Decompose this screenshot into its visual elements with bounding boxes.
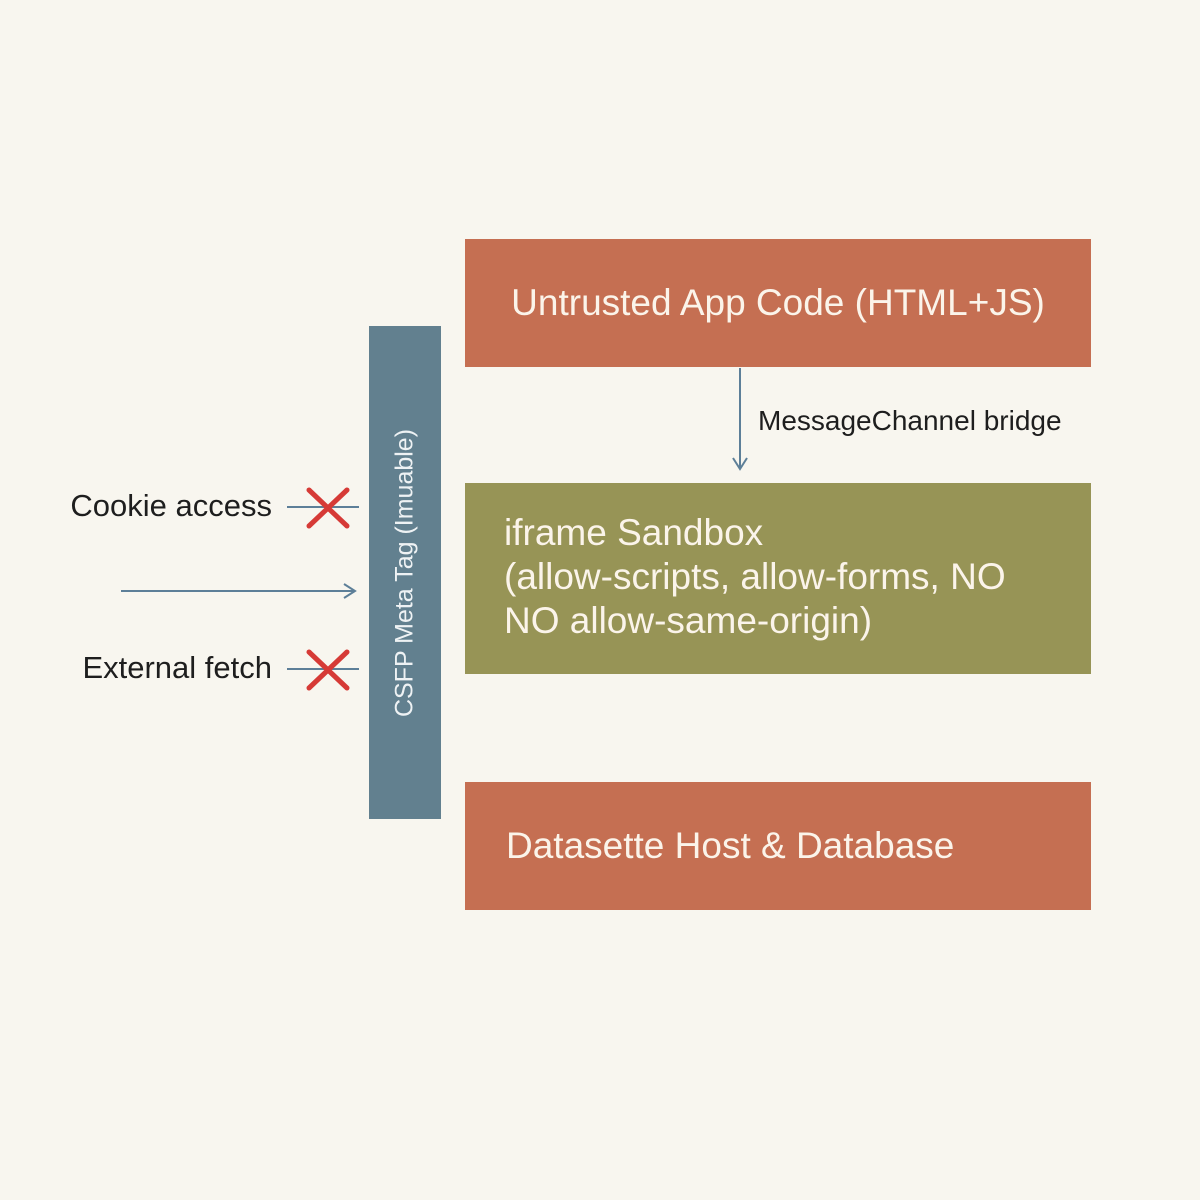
arrow-right-icon [121,583,357,599]
sandbox-attributes-line-2: NO allow-same-origin) [504,600,873,641]
bridge-arrow-icon [732,368,748,471]
sandbox-attributes-line: (allow-scripts, allow-forms, NO [504,556,1006,597]
csp-meta-tag-label: CSFP Meta Tag (Imuable) [390,428,419,717]
untrusted-app-label: Untrusted App Code (HTML+JS) [511,282,1045,323]
iframe-sandbox-box: iframe Sandbox (allow-scripts, allow-for… [465,483,1091,674]
message-channel-bridge-label: MessageChannel bridge [758,405,1062,436]
x-mark-icon [306,487,350,529]
untrusted-app-box: Untrusted App Code (HTML+JS) [465,239,1091,367]
cookie-access-label: Cookie access [70,488,272,523]
x-mark-icon [306,649,350,691]
csp-meta-tag-bar: CSFP Meta Tag (Imuable) [369,326,441,819]
sandbox-title: iframe Sandbox [504,512,764,553]
external-fetch-label: External fetch [82,650,272,685]
datasette-host-label: Datasette Host & Database [506,825,955,866]
datasette-host-box: Datasette Host & Database [465,782,1091,910]
